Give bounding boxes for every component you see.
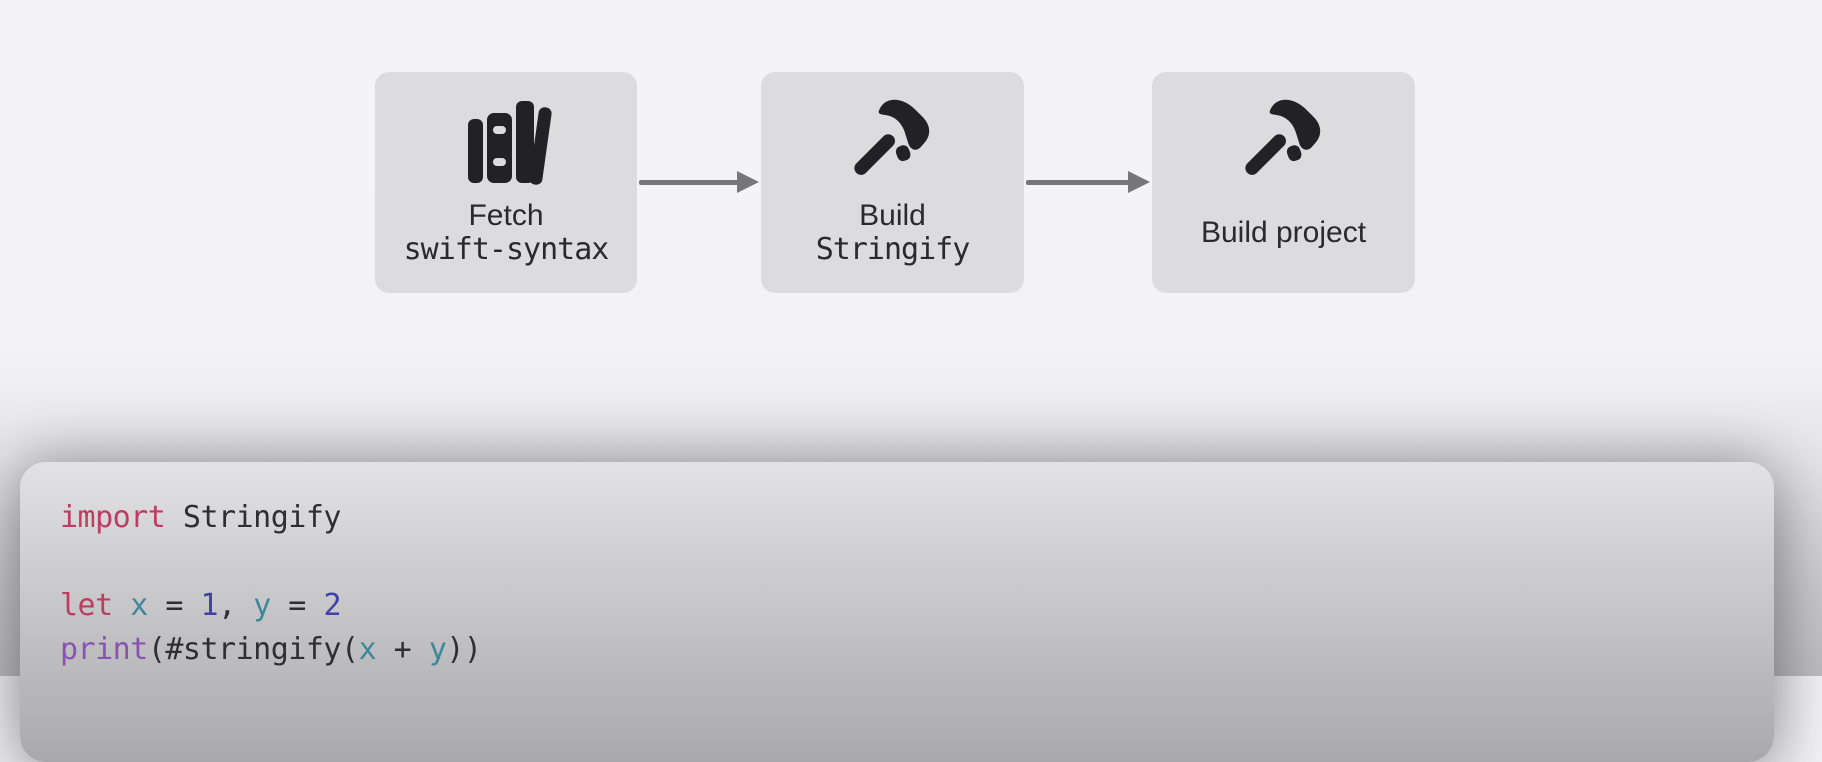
hammer-icon [843, 92, 943, 190]
arrow-head [737, 171, 759, 193]
code-token-plain: )) [446, 632, 482, 667]
code-line: let x = 1, y = 2 [60, 584, 1734, 628]
code-token-variable: y [428, 632, 447, 667]
code-token-plain: + [376, 632, 429, 667]
code-token-number: 2 [323, 588, 341, 623]
code-token-plain [113, 588, 131, 623]
code-token-keyword: import [60, 500, 166, 535]
code-token-number: 1 [200, 588, 219, 623]
code-token-variable: x [130, 588, 148, 623]
code-token-plain: Stringify [165, 500, 342, 535]
step-label-line: swift-syntax [403, 231, 610, 267]
step-label-line: Stringify [815, 231, 971, 267]
code-line [60, 540, 1734, 584]
pipeline-step-build-project: Build project [1152, 72, 1415, 293]
arrow-right-icon [639, 171, 759, 193]
code-line: import Stringify [60, 496, 1734, 540]
arrow-right-icon [1026, 171, 1150, 193]
code-token-plain: , [218, 588, 254, 623]
arrow-shaft [1026, 179, 1132, 185]
arrow-head [1128, 171, 1150, 193]
step-label-line: Fetch [468, 198, 544, 232]
code-token-function: print [60, 632, 148, 667]
books-icon [458, 92, 554, 190]
arrow-shaft [639, 179, 741, 185]
code-token-plain: (#stringify( [147, 632, 359, 667]
code-token-keyword: let [60, 588, 113, 623]
code-token-plain: = [270, 588, 324, 623]
code-token-variable: x [358, 632, 377, 667]
step-label-line: Build project [1200, 215, 1367, 249]
hammer-icon [1234, 92, 1334, 190]
code-line: print(#stringify(x + y)) [60, 628, 1734, 672]
code-token-plain: = [147, 588, 201, 623]
step-label-line: Build [859, 198, 926, 232]
code-token-variable: y [253, 588, 271, 623]
step-label: Build project [1201, 190, 1366, 275]
